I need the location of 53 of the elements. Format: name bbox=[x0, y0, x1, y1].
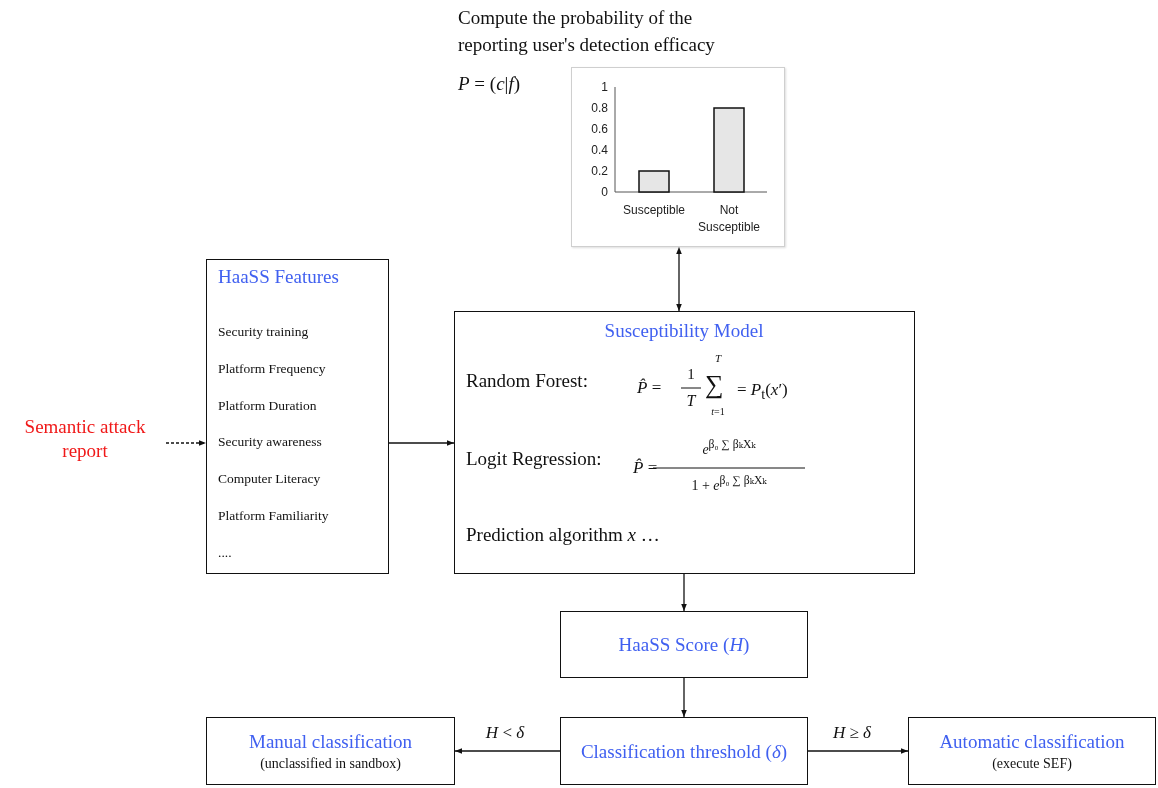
formula-term: = P$_{t}$(x′) bbox=[737, 380, 788, 404]
box-heading: Manual classification bbox=[249, 729, 412, 754]
formula-term: e$^{β₀ ∑ βₖXₖ}$ bbox=[701, 437, 757, 458]
formula-term: P̂ = bbox=[633, 458, 658, 478]
box-heading: HaaSS Score (H) bbox=[618, 633, 750, 657]
axis-tick-label: 0.6 bbox=[591, 122, 608, 136]
chart-panel bbox=[571, 67, 785, 247]
box-heading: Classification threshold (δ) bbox=[580, 739, 788, 764]
box-subtitle: (execute SEF) bbox=[992, 754, 1072, 773]
arrow bbox=[681, 677, 687, 718]
feature-list-box bbox=[206, 259, 389, 574]
threshold-box bbox=[560, 717, 808, 785]
formula-term: T bbox=[685, 392, 698, 410]
feature-item: Platform Duration bbox=[218, 397, 317, 414]
formula-term: 1 bbox=[686, 366, 696, 383]
feature-item: Platform Frequency bbox=[218, 360, 326, 377]
formula-term: t=1 bbox=[710, 406, 726, 417]
arrow bbox=[454, 748, 561, 754]
box-heading: Automatic classification bbox=[939, 729, 1125, 754]
formula-term: P̂ = bbox=[637, 378, 662, 398]
axis-tick-label: 1 bbox=[601, 80, 608, 94]
axis-tick-label: 0 bbox=[601, 185, 608, 199]
category-label: Susceptible bbox=[623, 203, 685, 217]
model-label: Prediction algorithm x … bbox=[466, 524, 660, 546]
arrow bbox=[165, 440, 207, 446]
arrow bbox=[681, 573, 687, 612]
arrow bbox=[676, 246, 682, 312]
arrow bbox=[807, 748, 909, 754]
feature-item: Security training bbox=[218, 324, 309, 340]
feature-item: .... bbox=[218, 544, 232, 561]
formula-term: 1 + e$^{β₀ ∑ βₖXₖ}$ bbox=[690, 473, 768, 494]
arrow bbox=[388, 440, 455, 446]
formula-term: T bbox=[713, 352, 723, 364]
box-heading: Susceptibility Model bbox=[603, 320, 765, 342]
axis-tick-label: 0.2 bbox=[591, 164, 608, 178]
source-label: Semantic attack report bbox=[4, 412, 166, 466]
box-heading: HaaSS Features bbox=[218, 266, 339, 288]
feature-item: Computer Literacy bbox=[218, 471, 321, 488]
formula-term: ∑ bbox=[705, 370, 724, 400]
axis-tick-label: 0.8 bbox=[591, 101, 608, 115]
box-subtitle: (unclassified in sandbox) bbox=[260, 754, 401, 773]
axis-tick-label: 0.4 bbox=[591, 143, 608, 157]
category-label: Not Susceptible bbox=[698, 203, 760, 234]
feature-item: Platform Familiarity bbox=[218, 508, 329, 524]
score-box bbox=[560, 611, 808, 678]
feature-item: Security awareness bbox=[218, 434, 322, 451]
outcome-box bbox=[206, 717, 455, 785]
model-label: Logit Regression: bbox=[466, 448, 602, 470]
chart-heading: Compute the probability of the reporting user's detection efficacy bbox=[458, 6, 716, 57]
formula-text: P = (c|f) bbox=[458, 72, 521, 96]
outcome-box bbox=[908, 717, 1156, 785]
model-box bbox=[454, 311, 915, 574]
model-label: Random Forest: bbox=[466, 370, 588, 392]
